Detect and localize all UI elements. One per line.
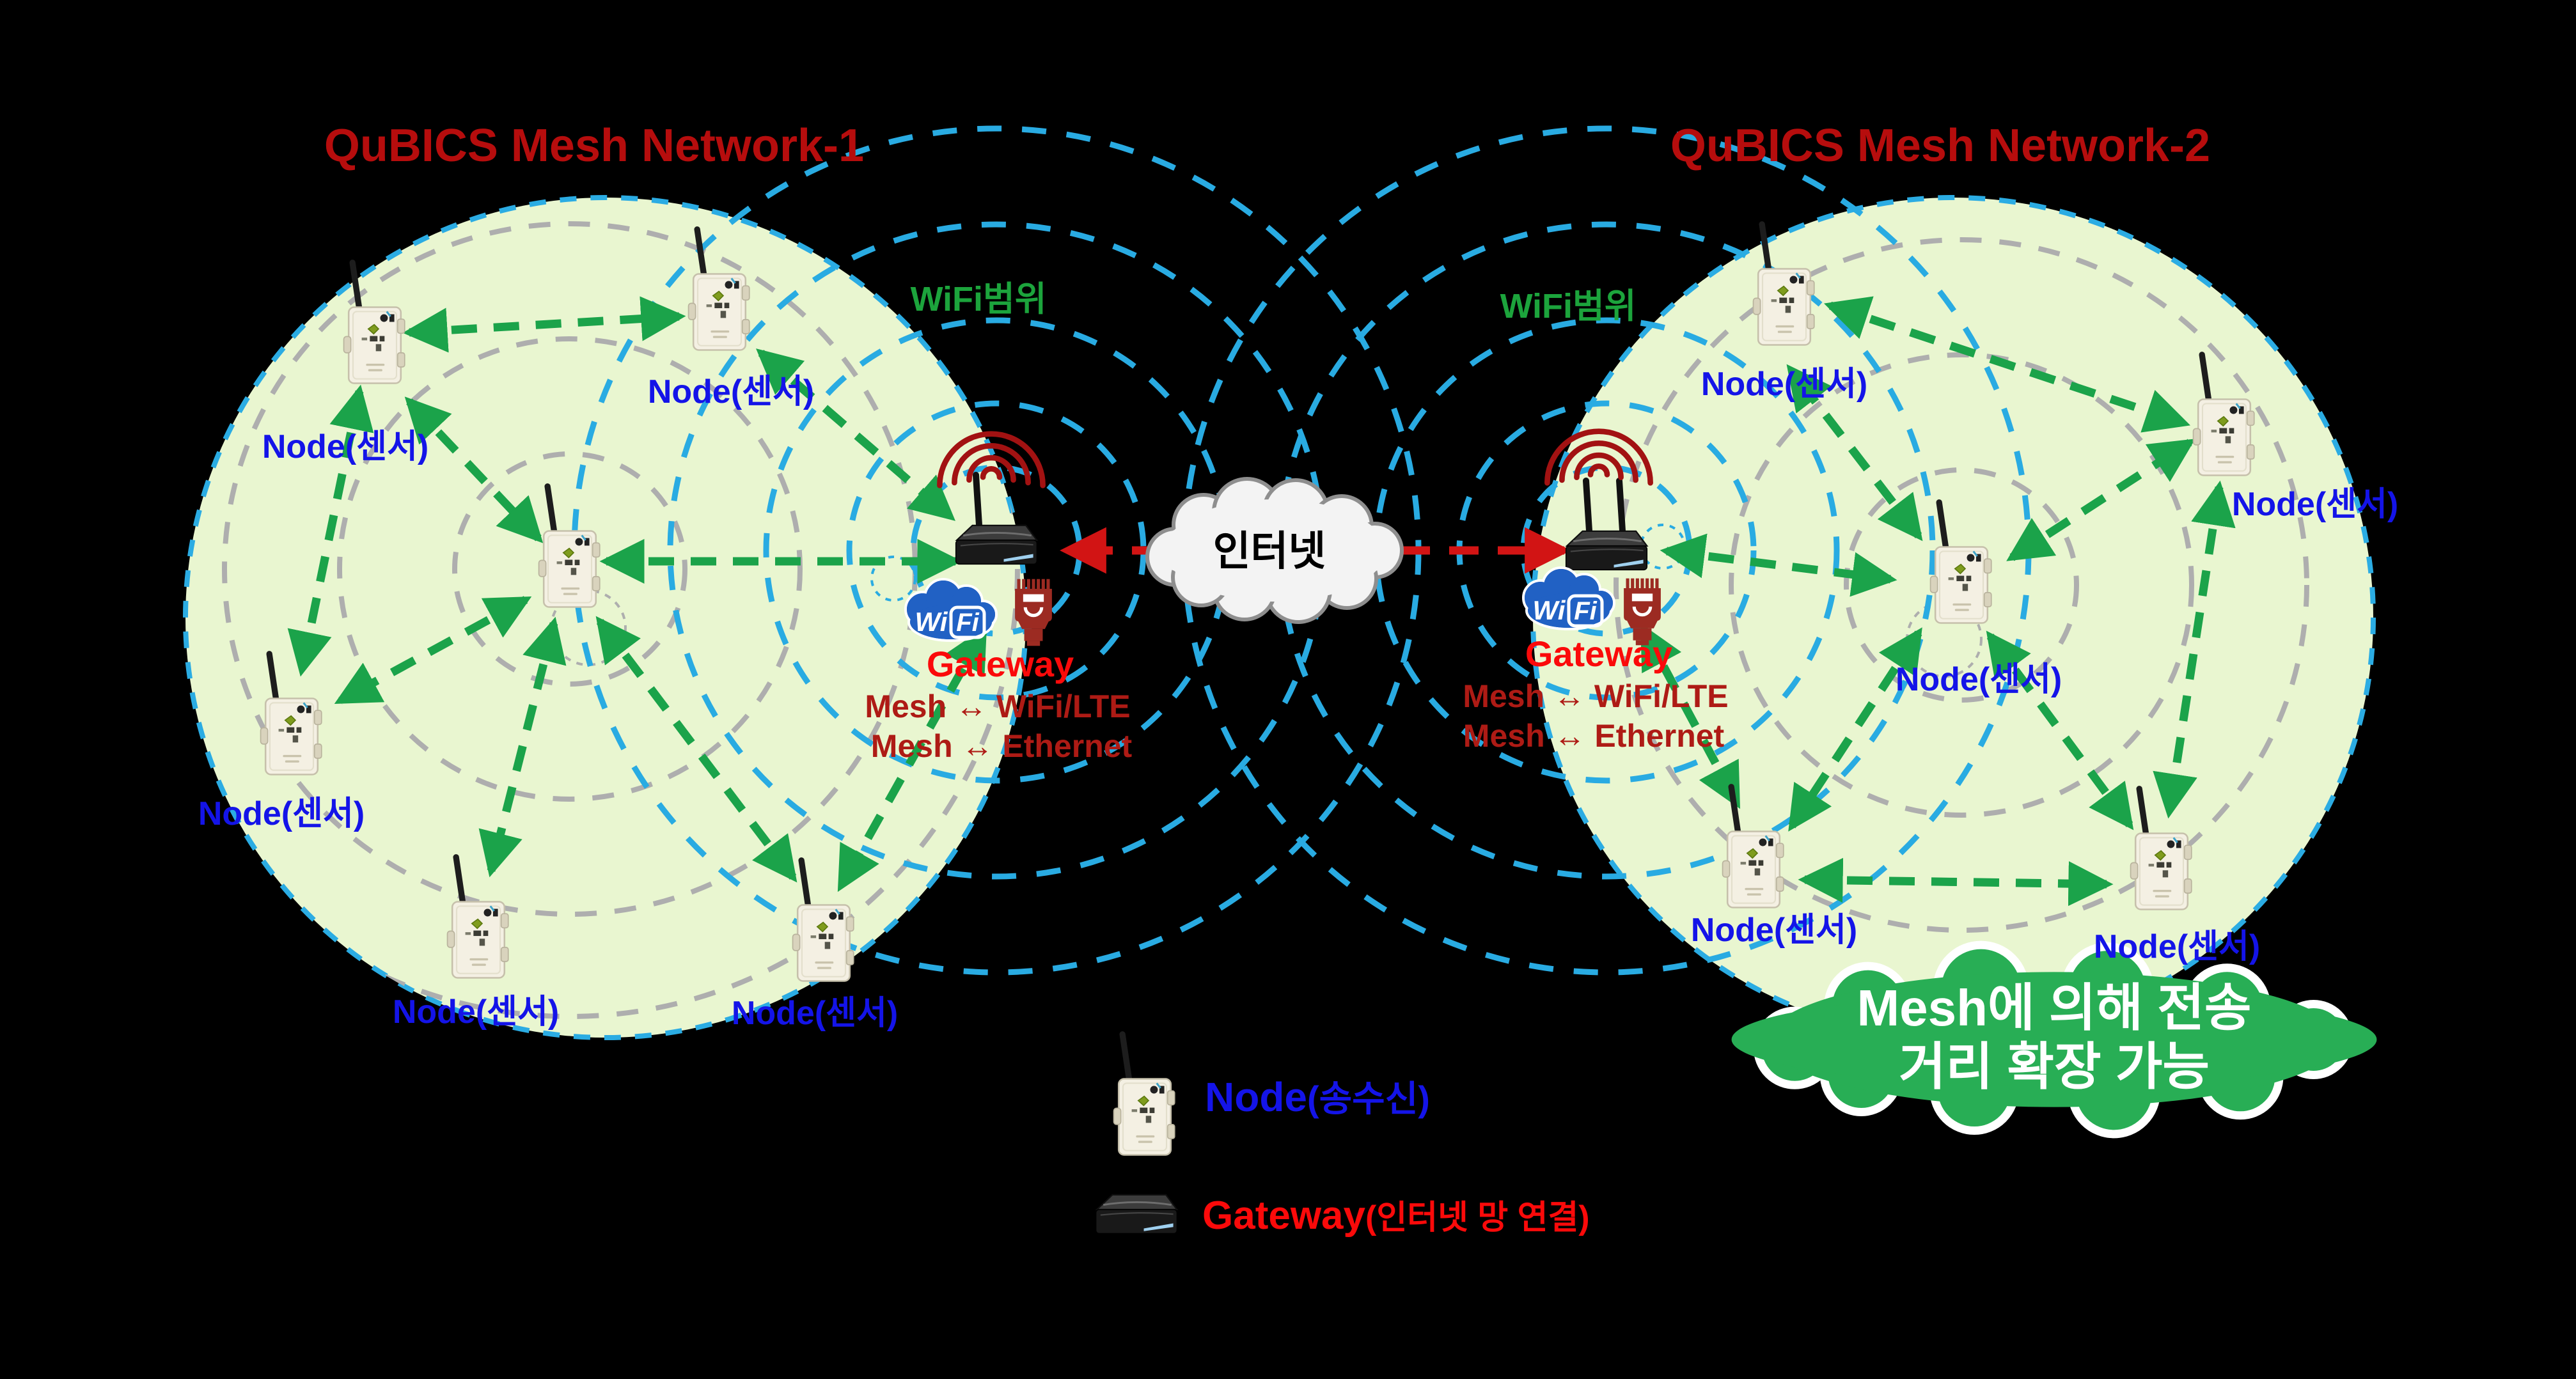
gateway-device (906, 434, 1052, 646)
callout-cloud-core (1731, 993, 2377, 1086)
node-label: Node(센서) (732, 995, 898, 1032)
legend-node-label: Node(송수신) (1205, 1074, 1430, 1120)
legend-gateway-label: Gateway(인터넷 망 연결) (1202, 1194, 1590, 1238)
node-label: Node(센서) (1896, 661, 2062, 698)
wifi-range-ring (1277, 221, 1936, 880)
mesh-link (287, 384, 374, 677)
internet-cloud-core (1151, 515, 1399, 586)
node-label: Node(센서) (2094, 928, 2260, 965)
internet-cloud (1145, 477, 1404, 624)
callout-cloud (1731, 940, 2377, 1139)
node-label: Node(센서) (393, 993, 559, 1031)
mesh-link (1786, 364, 1923, 541)
mesh-link (2153, 480, 2236, 819)
mesh-link (1660, 533, 1897, 597)
mesh-link (404, 396, 544, 543)
callout-text-line2: 거리 확장 가능 (1899, 1038, 2210, 1095)
node-label: Node(센서) (648, 373, 814, 410)
mesh-link (1798, 857, 2114, 907)
gateway-device (1523, 432, 1661, 646)
mesh-link (1788, 627, 1922, 832)
mesh-link (1824, 296, 2190, 433)
node-label: Node(센서) (198, 795, 365, 832)
mesh-link (1640, 623, 1741, 809)
node-label: Node(센서) (262, 428, 428, 465)
router-icon (955, 524, 1038, 565)
callout-text-line1: Mesh에 의해 전송 (1857, 979, 2252, 1036)
network-title: QuBICS Mesh Network-1 (324, 120, 864, 171)
legend-gateway-icon (1095, 1194, 1178, 1235)
mesh-link (478, 616, 567, 878)
mesh-link (334, 596, 532, 705)
network-title: QuBICS Mesh Network-2 (1670, 120, 2210, 171)
gateway-label: Mesh ↔ WiFi/LTE (1463, 678, 1728, 714)
gateway-label: Mesh ↔ WiFi/LTE (865, 689, 1130, 724)
router-icon (1565, 530, 1648, 571)
sensor-range-ring (1614, 237, 2309, 933)
node-label: Node(센서) (1701, 366, 1867, 403)
internet-label: 인터넷 (1213, 528, 1326, 574)
gateway-label: Mesh ↔ Ethernet (1463, 718, 1725, 754)
wifi-range-label: WiFi범위 (911, 280, 1047, 318)
wifi-range-label: WiFi범위 (1500, 287, 1637, 325)
gateway-label: Gateway (927, 644, 1074, 684)
gateway-label: Mesh ↔ Ethernet (871, 728, 1133, 764)
sensor-range-ring (185, 198, 1020, 1019)
mesh-link (402, 296, 686, 353)
mesh-link (2006, 439, 2195, 561)
gateway-label: Gateway (1525, 634, 1672, 674)
mesh-link (837, 625, 987, 892)
node-label: Node(센서) (1691, 912, 1857, 949)
mesh-link (595, 616, 797, 883)
node-label: Node(센서) (2232, 486, 2398, 523)
